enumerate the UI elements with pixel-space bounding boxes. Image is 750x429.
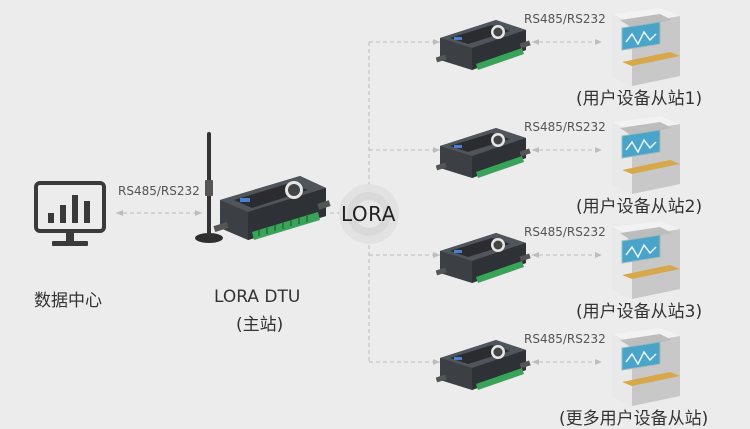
arrow-head [433, 359, 440, 365]
slave-link-label: RS485/RS232 [524, 225, 606, 239]
arrow-head [532, 252, 539, 258]
wireless-signal-icon [339, 184, 399, 244]
arrow-head [595, 147, 602, 153]
arrow-head [433, 39, 440, 45]
slave-caption: (用户设备从站2) [576, 197, 703, 217]
dtu-device-icon [436, 340, 531, 390]
hub-label: LORA [341, 202, 396, 226]
slave-link-label: RS485/RS232 [524, 332, 606, 346]
user-equipment-icon [612, 221, 680, 299]
user-equipment-icon [612, 8, 680, 86]
arrow-head [433, 252, 440, 258]
master-role: (主站) [236, 315, 284, 335]
slave-caption: (更多用户设备从站) [559, 409, 709, 429]
slave-link-label: RS485/RS232 [524, 12, 606, 26]
dtu-device-icon [436, 128, 531, 178]
slave-link-label: RS485/RS232 [524, 120, 606, 134]
master-link-label: RS485/RS232 [118, 184, 200, 198]
arrow-head [532, 39, 539, 45]
arrow-head [532, 359, 539, 365]
dtu-device-icon [436, 20, 531, 70]
arrow-head [595, 359, 602, 365]
user-equipment-icon [612, 116, 680, 194]
arrow-head [532, 147, 539, 153]
arrow-head [595, 39, 602, 45]
dtu-device-with-antenna-icon [195, 132, 331, 243]
dtu-device-icon [436, 233, 531, 283]
arrow-head [433, 147, 440, 153]
master-name: LORA DTU [214, 287, 301, 307]
monitor-bar-chart-icon [34, 181, 106, 246]
data-center-label: 数据中心 [34, 291, 102, 311]
arrow-head [595, 252, 602, 258]
slave-caption: (用户设备从站1) [576, 89, 703, 109]
slave-caption: (用户设备从站3) [576, 302, 703, 322]
arrow-head [195, 210, 202, 216]
user-equipment-icon [612, 328, 680, 406]
arrow-head [116, 210, 123, 216]
